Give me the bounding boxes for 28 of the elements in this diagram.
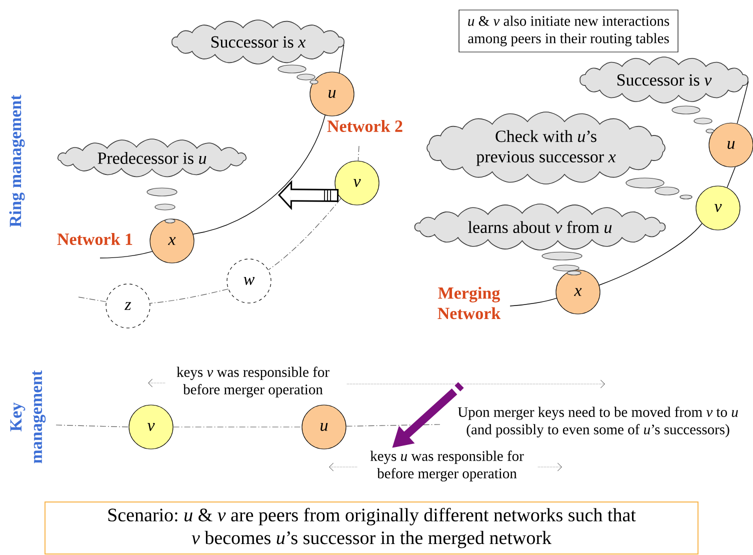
dash-dot-line xyxy=(268,198,342,270)
dash-dot-line xyxy=(346,424,440,427)
connector-line xyxy=(510,298,557,306)
note-text: Upon merger keys need to be moved from v to u (and possibly to even some of u’s successors) xyxy=(458,406,738,438)
connector-line xyxy=(338,44,344,74)
dash-dot-line xyxy=(78,296,106,302)
thought-cloud: Check with u’s previous successor x xyxy=(426,112,666,184)
scenario-box: Scenario: u & v are peers from originally different networks such that v becomes u’s successor in the merged network xyxy=(44,502,698,554)
network-label: Network 2 xyxy=(327,120,402,132)
connector-line xyxy=(100,251,153,258)
range-label: keys v was responsible for before merger operation xyxy=(176,366,330,398)
connector-line xyxy=(726,166,736,188)
dash-dot-line xyxy=(150,288,228,304)
network-label: Merging Network xyxy=(438,286,501,320)
connector-line xyxy=(598,223,702,286)
section-label: Key management xyxy=(10,370,46,464)
network-label: Network 1 xyxy=(57,233,132,245)
note-box: u & v also initiate new interactions among peers in their routing tables xyxy=(458,10,678,52)
range-label: keys u was responsible for before merger operation xyxy=(370,450,524,482)
thought-cloud: Successor is v xyxy=(580,56,748,104)
connector-line xyxy=(736,81,749,124)
connector-line xyxy=(192,114,326,234)
thought-cloud: Predecessor is u xyxy=(57,138,247,178)
hollow-arrow xyxy=(278,180,339,210)
section-label: Ring management xyxy=(9,94,25,228)
dash-dot-line xyxy=(56,424,129,428)
dash-dot-line xyxy=(358,146,360,162)
dash-dot-line xyxy=(173,426,302,428)
